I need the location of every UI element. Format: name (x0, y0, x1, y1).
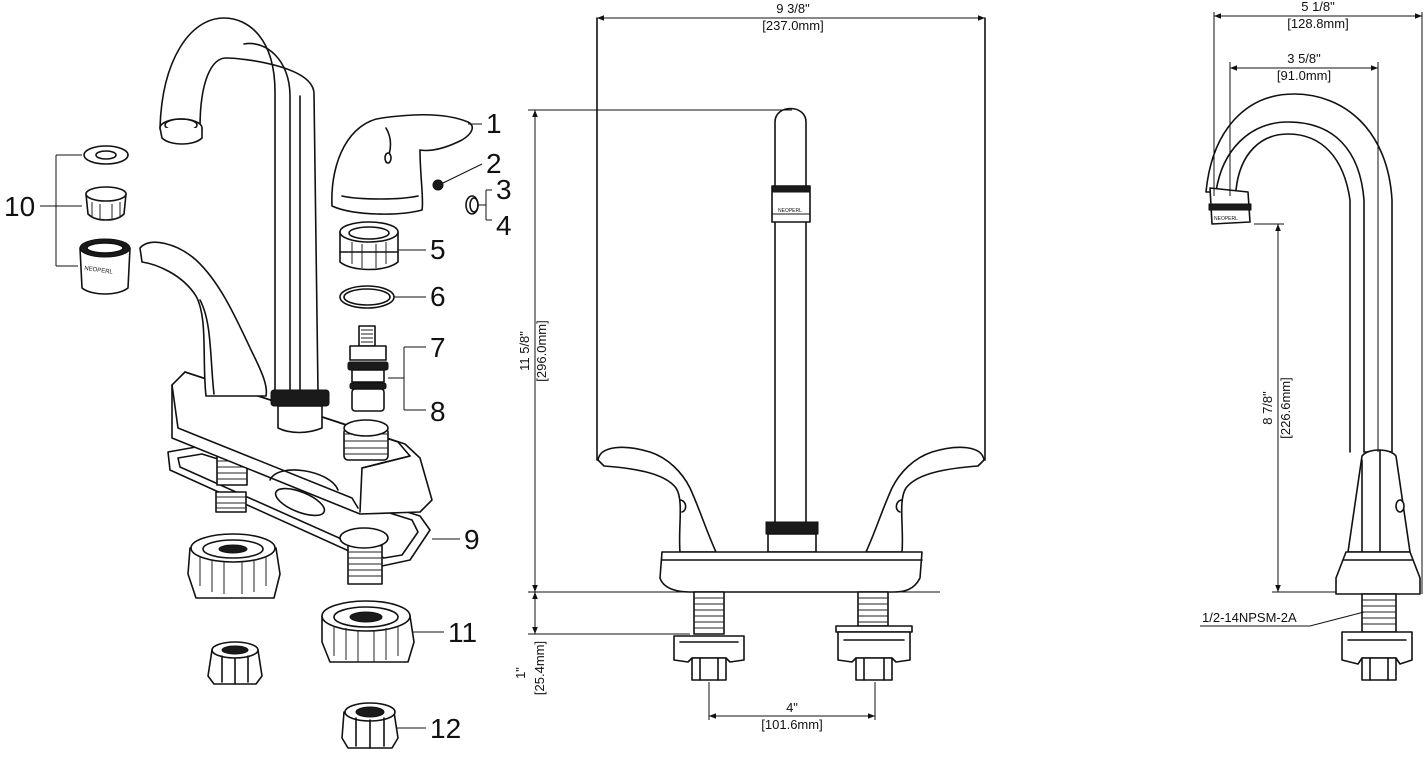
dim-clear-in: 8 7/8" (1260, 391, 1275, 425)
callout-3: 3 (496, 174, 512, 205)
svg-text:NEOPERL: NEOPERL (778, 208, 802, 214)
valve-cartridge (347, 325, 389, 412)
dim-clear-mm: [226.6mm] (1278, 377, 1293, 438)
svg-text:NEOPERL: NEOPERL (1214, 216, 1238, 222)
bonnet-nut (339, 221, 399, 271)
exploded-view: NEOPERL (4, 17, 512, 749)
callout-6: 6 (430, 281, 446, 312)
dim-shank-mm: [25.4mm] (532, 641, 547, 695)
side-dimensions (1200, 12, 1423, 627)
gooseneck-spout (159, 17, 330, 434)
lever-handle (331, 113, 474, 215)
dim-spout-in: 3 5/8" (1287, 51, 1321, 66)
svg-text:NEOPERL: NEOPERL (84, 266, 114, 276)
callout-12: 12 (430, 713, 461, 744)
set-screw (432, 179, 444, 191)
dim-height-mm: [296.0mm] (534, 320, 549, 381)
front-dimensions (528, 15, 985, 720)
mounting-nut-left (187, 533, 281, 599)
callout-1: 1 (486, 108, 502, 139)
index-button (465, 195, 479, 215)
callout-8: 8 (430, 396, 446, 427)
dim-reach-mm: [128.8mm] (1287, 16, 1348, 31)
callout-5: 5 (430, 234, 446, 265)
dim-spout-mm: [91.0mm] (1277, 68, 1331, 83)
coupling-nut-right (341, 702, 399, 749)
callout-11: 11 (448, 617, 477, 648)
dim-width-mm: [237.0mm] (762, 18, 823, 33)
left-handle (139, 241, 268, 397)
coupling-nut-left (207, 641, 263, 685)
faucet-base (171, 371, 433, 515)
side-elevation: NEOPERL 5 1/8" [128.8mm] 3 5/8" [91.0 (1200, 0, 1423, 681)
mounting-nut-right (321, 600, 415, 663)
callout-4: 4 (496, 210, 512, 241)
dim-height-in: 11 5/8" (517, 331, 532, 371)
dim-shank-in: 1" (513, 667, 528, 679)
callout-9: 9 (464, 524, 480, 555)
o-ring (339, 285, 395, 309)
dim-thread: 1/2-14NPSM-2A (1202, 610, 1297, 625)
callout-10: 10 (4, 191, 35, 222)
callout-7: 7 (430, 332, 446, 363)
callout-leaders (40, 123, 492, 729)
dim-spacing-in: 4" (786, 700, 798, 715)
dim-width-in: 9 3/8" (776, 1, 810, 16)
dim-reach-in: 5 1/8" (1301, 0, 1335, 14)
callout-2: 2 (486, 148, 502, 179)
dim-spacing-mm: [101.6mm] (761, 717, 822, 732)
front-elevation: NEOPERL 9 3/8" (513, 1, 986, 732)
aerator-parts: NEOPERL (79, 145, 131, 295)
